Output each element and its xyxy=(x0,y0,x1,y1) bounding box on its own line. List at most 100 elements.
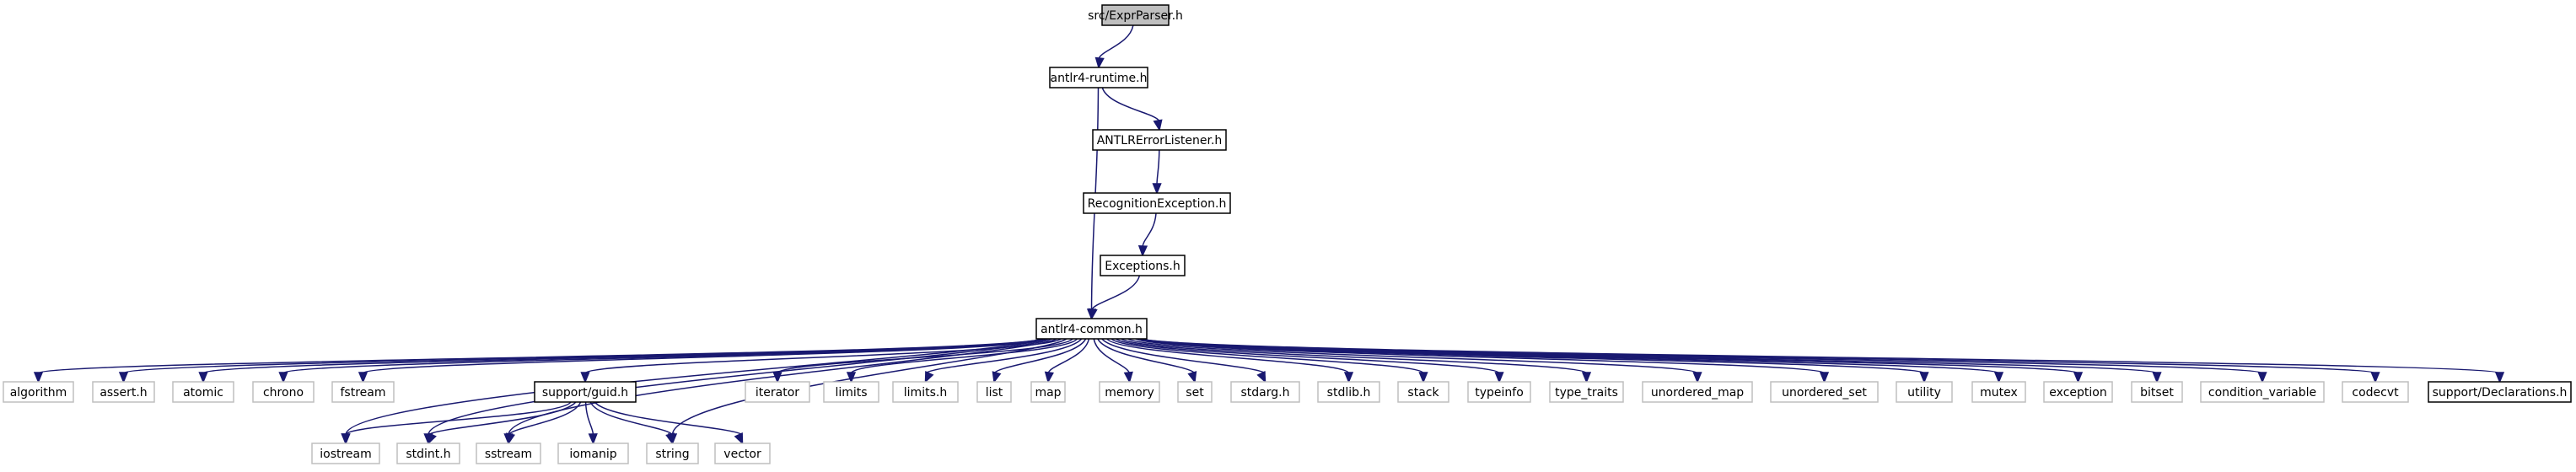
node-stdlib[interactable]: stdlib.h xyxy=(1317,381,1380,403)
node-bitset[interactable]: bitset xyxy=(2131,381,2183,403)
node-list[interactable]: list xyxy=(976,381,1012,403)
nodes-layer: src/ExprParser.h antlr4-runtime.hANTLRErr… xyxy=(3,4,2572,464)
node-memory[interactable]: memory xyxy=(1099,381,1160,403)
edge-common-to-map xyxy=(1044,338,1090,384)
node-iterator[interactable]: iterator xyxy=(745,381,810,403)
edge-exc-to-common xyxy=(1088,275,1141,320)
node-codecvt[interactable]: codecvt xyxy=(2342,381,2409,403)
node-box xyxy=(2043,381,2113,403)
node-common[interactable]: antlr4-common.h xyxy=(1035,318,1148,340)
node-box xyxy=(1049,67,1148,88)
edge-common-to-memory xyxy=(1093,338,1133,384)
node-label: antlr4-runtime.h xyxy=(1050,72,1147,85)
node-iostream[interactable]: iostream xyxy=(311,442,380,464)
node-assert[interactable]: assert.h xyxy=(92,381,155,403)
node-vector[interactable]: vector xyxy=(714,442,771,464)
node-root[interactable]: src/ExprParser.h xyxy=(1088,4,1183,26)
node-typeinfo[interactable]: typeinfo xyxy=(1467,381,1531,403)
node-mutex[interactable]: mutex xyxy=(1971,381,2026,403)
edge-common-to-guid xyxy=(580,338,1062,384)
node-rex[interactable]: RecognitionException.h xyxy=(1083,192,1231,214)
edge-common-to-unordered_map xyxy=(1127,338,1702,384)
node-label: support/Declarations.h xyxy=(2433,386,2568,400)
node-label: ANTLRErrorListener.h xyxy=(1097,134,1223,148)
node-label: condition_variable xyxy=(2208,386,2316,400)
node-string[interactable]: string xyxy=(646,442,699,464)
edge-common-to-stdlib xyxy=(1106,338,1354,384)
node-box xyxy=(823,381,879,403)
node-map[interactable]: map xyxy=(1030,381,1066,403)
node-guid[interactable]: support/guid.h xyxy=(534,381,637,403)
node-stack[interactable]: stack xyxy=(1397,381,1449,403)
node-label: exception xyxy=(2049,386,2106,400)
node-box xyxy=(1101,4,1170,26)
node-box xyxy=(92,381,155,403)
edge-common-to-stack xyxy=(1111,338,1428,384)
node-exc[interactable]: Exceptions.h xyxy=(1100,255,1186,276)
node-label: chrono xyxy=(263,386,304,400)
node-label: list xyxy=(986,386,1003,400)
node-rt[interactable]: antlr4-runtime.h xyxy=(1049,67,1148,88)
node-label: RecognitionException.h xyxy=(1088,197,1227,211)
node-box xyxy=(1230,381,1300,403)
node-chrono[interactable]: chrono xyxy=(252,381,315,403)
edge-common-to-set xyxy=(1097,338,1197,384)
node-box xyxy=(1317,381,1380,403)
node-stdint[interactable]: stdint.h xyxy=(396,442,460,464)
node-box xyxy=(331,381,395,403)
node-atomic[interactable]: atomic xyxy=(172,381,234,403)
node-unordered-set[interactable]: unordered_set xyxy=(1770,381,1879,403)
node-label: atomic xyxy=(183,386,223,400)
edge-common-to-type_traits xyxy=(1121,338,1592,384)
edge-guid-to-vector xyxy=(594,401,744,445)
node-label: antlr4-common.h xyxy=(1041,323,1143,336)
edge-common-to-fstream xyxy=(358,338,1048,384)
node-label: stdint.h xyxy=(406,448,450,461)
node-label: string xyxy=(655,448,689,461)
edge-guid-to-sstream xyxy=(506,401,582,445)
node-label: limits.h xyxy=(904,386,947,400)
node-set[interactable]: set xyxy=(1177,381,1213,403)
node-limitsh[interactable]: limits.h xyxy=(892,381,959,403)
node-utility[interactable]: utility xyxy=(1896,381,1953,403)
edges-layer xyxy=(33,24,2505,445)
node-label: support/guid.h xyxy=(542,386,628,400)
node-box xyxy=(1397,381,1449,403)
node-stdarg[interactable]: stdarg.h xyxy=(1230,381,1300,403)
node-label: Exceptions.h xyxy=(1105,260,1180,273)
node-box xyxy=(1030,381,1066,403)
node-label: stack xyxy=(1407,386,1439,400)
node-algorithm[interactable]: algorithm xyxy=(3,381,74,403)
node-label: mutex xyxy=(1980,386,2018,400)
edge-guid-to-iostream xyxy=(341,401,572,445)
node-iomanip[interactable]: iomanip xyxy=(557,442,629,464)
node-box xyxy=(2200,381,2325,403)
node-unordered-map[interactable]: unordered_map xyxy=(1642,381,1753,403)
node-label: map xyxy=(1035,386,1061,400)
node-type-traits[interactable]: type_traits xyxy=(1549,381,1624,403)
node-limits[interactable]: limits xyxy=(823,381,879,403)
node-box xyxy=(1770,381,1879,403)
node-box xyxy=(745,381,810,403)
node-box xyxy=(476,442,541,464)
node-box xyxy=(311,442,380,464)
node-box xyxy=(1467,381,1531,403)
edge-common-to-typeinfo xyxy=(1116,338,1504,384)
node-sstream[interactable]: sstream xyxy=(476,442,541,464)
node-fstream[interactable]: fstream xyxy=(331,381,395,403)
node-box xyxy=(1092,129,1227,151)
node-condition-variable[interactable]: condition_variable xyxy=(2200,381,2325,403)
node-label: src/ExprParser.h xyxy=(1088,9,1183,23)
node-box xyxy=(2428,381,2572,403)
node-label: iomanip xyxy=(569,448,616,461)
node-box xyxy=(714,442,771,464)
node-box xyxy=(1549,381,1624,403)
node-exception[interactable]: exception xyxy=(2043,381,2113,403)
node-label: iterator xyxy=(756,386,799,400)
node-ael[interactable]: ANTLRErrorListener.h xyxy=(1092,129,1227,151)
edge-guid-to-iomanip xyxy=(584,401,598,445)
node-box xyxy=(172,381,234,403)
node-decl[interactable]: support/Declarations.h xyxy=(2428,381,2572,403)
node-box xyxy=(1035,318,1148,340)
edge-ael-to-rex xyxy=(1152,149,1162,195)
